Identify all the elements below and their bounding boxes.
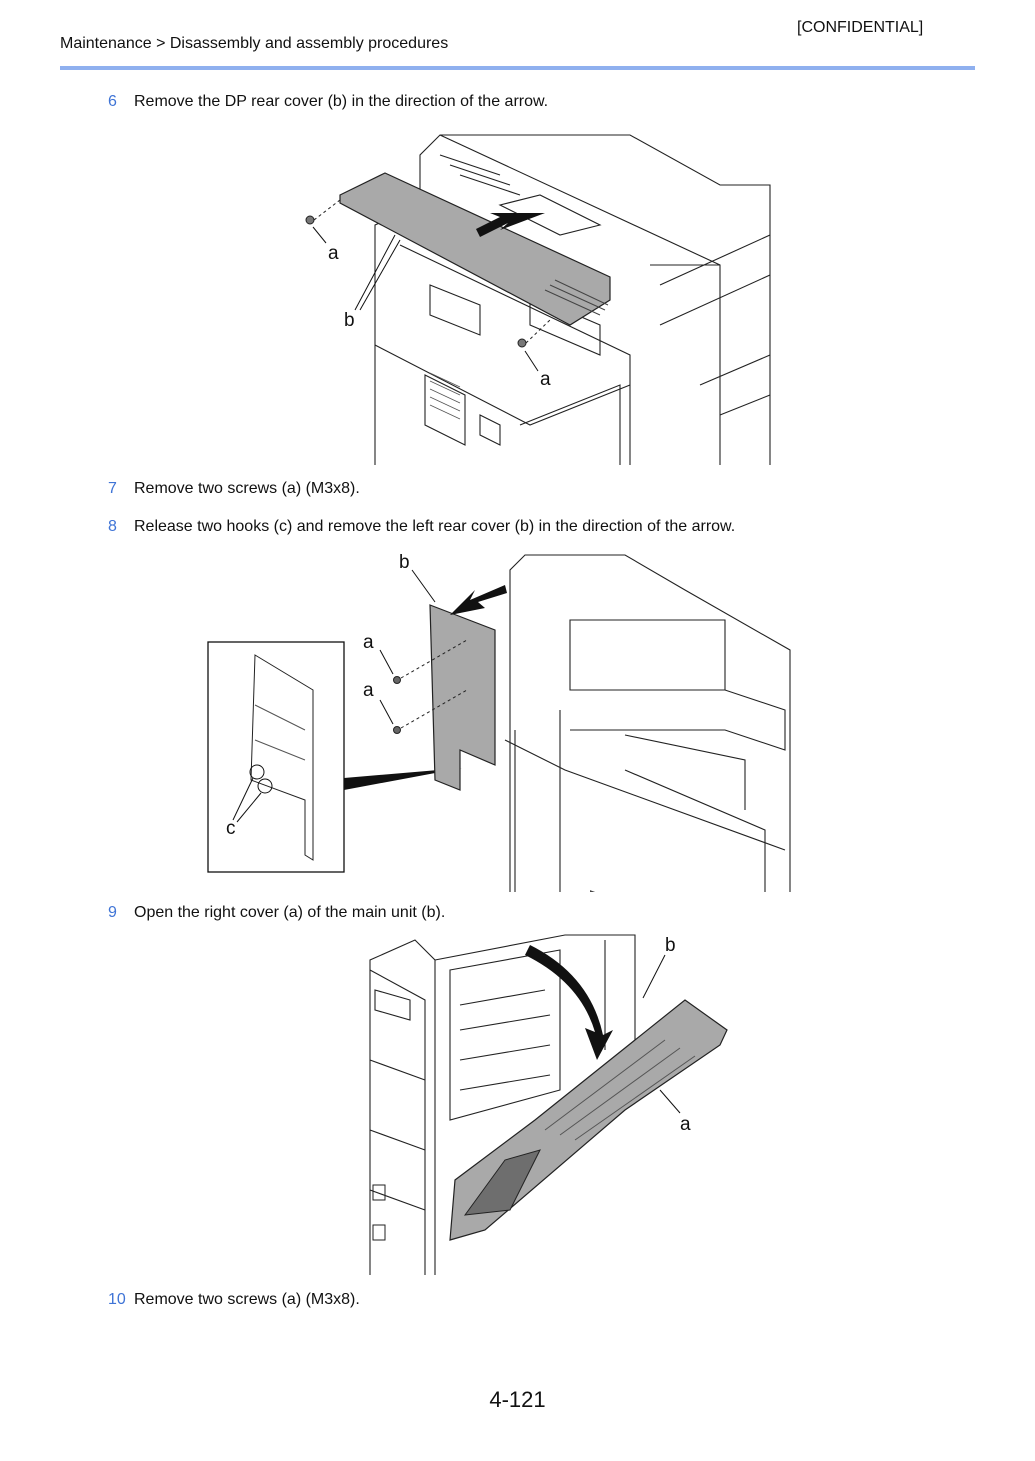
breadcrumb: Maintenance > Disassembly and assembly p…: [60, 35, 449, 52]
figure-right-cover-open: b a: [365, 930, 735, 1275]
screw-icon: [393, 726, 401, 734]
screw-icon: [517, 338, 527, 348]
screw-icon: [393, 676, 401, 684]
callout-label: a: [363, 632, 374, 653]
step-10: 10 Remove two screws (a) (M3x8).: [108, 1291, 360, 1309]
step-number: 10: [108, 1291, 126, 1308]
callout-label: b: [399, 552, 410, 573]
callout-label: a: [680, 1114, 691, 1135]
step-text: Open the right cover (a) of the main uni…: [134, 904, 446, 921]
step-number: 6: [108, 93, 117, 110]
callout-label: a: [540, 369, 551, 390]
step-number: 8: [108, 518, 117, 535]
arrow-icon: [525, 945, 613, 1060]
confidential-mark: [CONFIDENTIAL]: [797, 19, 924, 36]
step-number: 7: [108, 480, 117, 497]
arrow-icon: [450, 585, 507, 615]
step-text: Release two hooks (c) and remove the lef…: [134, 518, 736, 535]
step-text: Remove two screws (a) (M3x8).: [134, 1291, 360, 1308]
step-text: Remove the DP rear cover (b) in the dire…: [134, 93, 549, 110]
callout-label: b: [344, 310, 355, 331]
left-rear-cover-b: [429, 604, 496, 791]
step-text: Remove two screws (a) (M3x8).: [134, 480, 360, 497]
header-divider: [60, 66, 975, 70]
step-6: 6 Remove the DP rear cover (b) in the di…: [108, 93, 548, 111]
step-9: 9 Open the right cover (a) of the main u…: [108, 904, 445, 922]
arrow-icon: [476, 213, 545, 237]
step-number: 9: [108, 904, 117, 921]
callout-label: b: [665, 935, 676, 956]
figure-left-rear-cover: b a a c: [205, 550, 795, 892]
step-8: 8 Release two hooks (c) and remove the l…: [108, 518, 735, 536]
callout-label: c: [226, 818, 236, 839]
page-number: 4-121: [489, 1387, 546, 1412]
callout-label: a: [363, 680, 374, 701]
screw-icon: [305, 215, 315, 225]
callout-label: a: [328, 243, 339, 264]
figure-dp-rear-cover: a b a: [300, 125, 775, 465]
step-7: 7 Remove two screws (a) (M3x8).: [108, 480, 360, 498]
dp-rear-cover-b: [339, 172, 611, 326]
